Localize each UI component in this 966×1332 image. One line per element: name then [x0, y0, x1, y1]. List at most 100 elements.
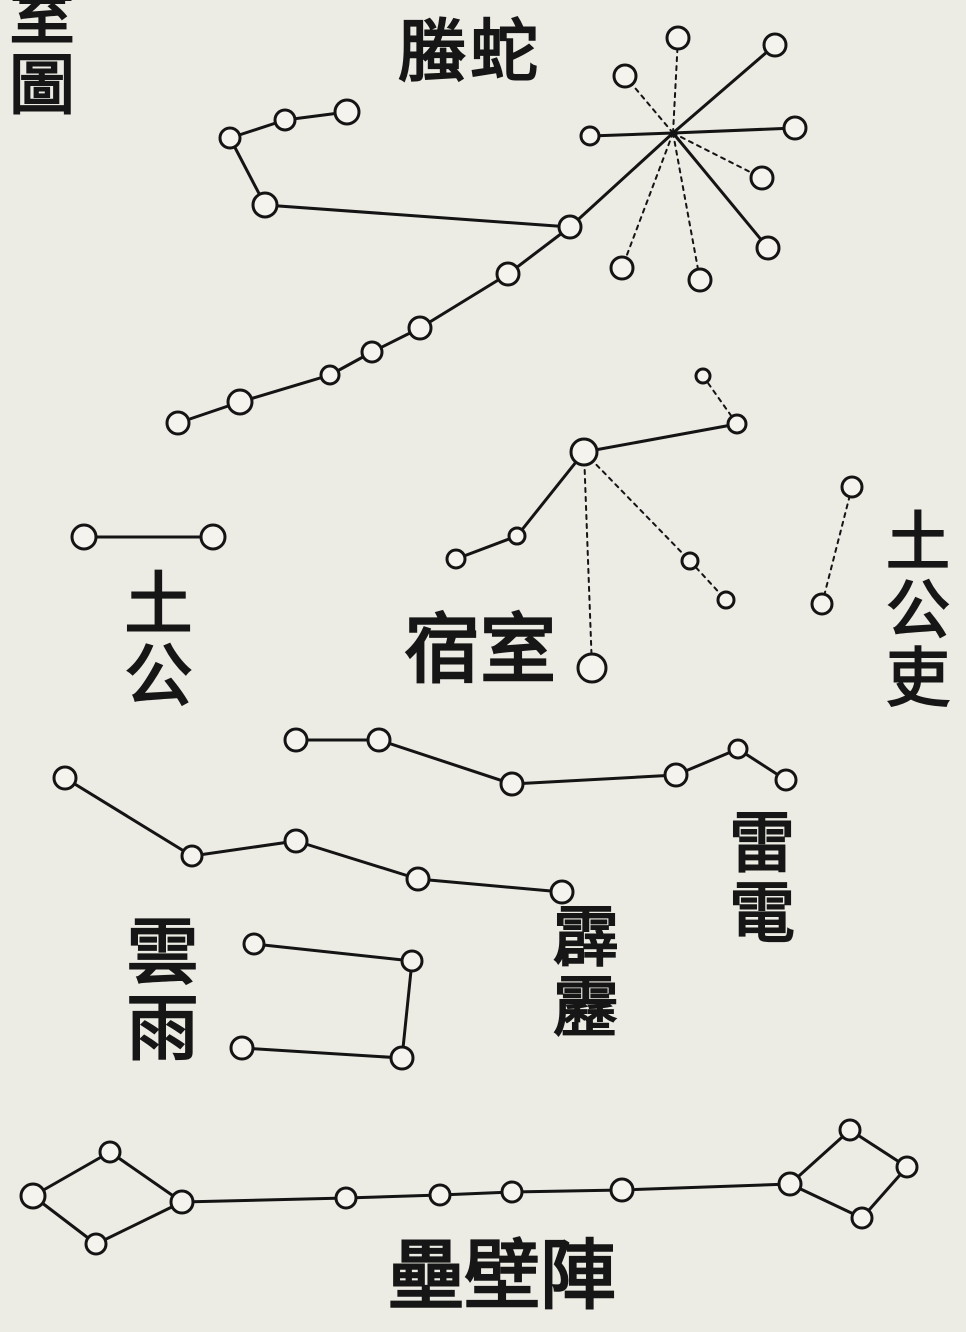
shixiu-star	[716, 590, 736, 610]
label-tugong-left: 土公	[112, 568, 192, 712]
tengshe-burst-spoke	[672, 37, 679, 134]
shixiu-line	[515, 450, 586, 538]
tugong-left-star	[70, 523, 98, 551]
tengshe-burst-spoke	[568, 131, 675, 229]
tengshe-snake-line	[238, 373, 332, 404]
yunyu-line	[240, 1046, 404, 1060]
leibizhen-star	[19, 1182, 47, 1210]
tengshe-burst-spoke	[671, 131, 770, 250]
leibizhen-star	[777, 1171, 803, 1197]
shixiu-star	[445, 548, 467, 570]
tengshe-burst-spoke	[671, 43, 777, 135]
label-shixiu: 宿室	[404, 605, 556, 694]
shixiu-star	[694, 367, 712, 385]
pili-star	[549, 879, 575, 905]
leibizhen-star	[84, 1232, 108, 1256]
tengshe-burst-star	[687, 267, 713, 293]
tengshe-snake-line	[263, 203, 572, 229]
shixiu-line	[583, 451, 691, 562]
pili-star	[180, 844, 204, 868]
tugongli-star	[810, 592, 834, 616]
yunyu-star	[242, 932, 266, 956]
yunyu-star	[389, 1045, 415, 1071]
pili-star	[283, 828, 309, 854]
leibizhen-star	[428, 1183, 452, 1207]
shixiu-star	[576, 652, 608, 684]
leibizhen-star	[850, 1206, 874, 1230]
shixiu-line	[454, 534, 519, 561]
label-pili: 霹靂	[542, 902, 620, 1042]
tengshe-snake-star	[360, 340, 384, 364]
label-yunyu: 雲雨	[114, 914, 199, 1066]
leibizhen-line	[788, 1128, 852, 1186]
tengshe-burst-star	[612, 63, 638, 89]
tengshe-burst-star	[749, 165, 775, 191]
leibizhen-line	[94, 1200, 184, 1246]
shixiu-star	[680, 551, 700, 571]
tengshe-snake-line	[506, 225, 572, 276]
leidian-star	[663, 762, 689, 788]
tengshe-snake-star	[251, 191, 279, 219]
shixiu-line	[582, 422, 739, 454]
tengshe-burst-star	[579, 125, 601, 147]
tengshe-snake-star	[273, 108, 297, 132]
shixiu-star	[726, 413, 748, 435]
tengshe-snake-star	[495, 261, 521, 287]
leidian-star	[366, 727, 392, 753]
leidian-star	[727, 738, 749, 760]
leibizhen-star	[334, 1186, 358, 1210]
yunyu-line	[252, 942, 414, 963]
shixiu-line	[583, 451, 593, 669]
pili-line	[190, 839, 298, 858]
leibizhen-star	[609, 1177, 635, 1203]
tengshe-burst-spoke	[671, 126, 797, 135]
pili-star	[405, 866, 431, 892]
tugong-left-star	[199, 523, 227, 551]
tugongli-star	[840, 475, 864, 499]
leibizhen-line	[510, 1188, 624, 1194]
tengshe-snake-star	[165, 410, 191, 436]
pili-star	[52, 765, 78, 791]
leibizhen-star	[169, 1189, 195, 1215]
tengshe-snake-star	[226, 388, 254, 416]
leibizhen-star	[838, 1118, 862, 1142]
tengshe-burst-spoke	[672, 132, 763, 179]
tengshe-snake-star	[319, 364, 341, 386]
leibizhen-star	[98, 1140, 122, 1164]
tengshe-burst-star	[665, 25, 691, 51]
pili-line	[416, 877, 564, 894]
tengshe-burst-star	[782, 115, 808, 141]
tengshe-snake-line	[418, 272, 510, 330]
leibizhen-star	[500, 1180, 524, 1204]
tengshe-snake-star	[218, 126, 242, 150]
leibizhen-line	[620, 1182, 792, 1192]
shixiu-star	[569, 437, 599, 467]
tugongli-line	[821, 486, 853, 605]
yunyu-line	[400, 959, 414, 1060]
leibizhen-line	[788, 1182, 864, 1220]
label-tengshe: 螣蛇	[398, 12, 543, 92]
yunyu-star	[400, 949, 424, 973]
tengshe-burst-spoke	[621, 132, 674, 269]
leidian-star	[283, 727, 309, 753]
tengshe-snake-star	[333, 98, 361, 126]
tengshe-burst-star	[762, 32, 788, 58]
tengshe-snake-star	[557, 214, 583, 240]
chart-title: 室圖	[0, 0, 76, 120]
label-leibizhen: 壘壁陣	[388, 1231, 616, 1320]
yunyu-star	[229, 1035, 255, 1061]
tengshe-burst-star	[609, 255, 635, 281]
leibizhen-star	[895, 1155, 919, 1179]
leidian-line	[510, 773, 678, 786]
pili-line	[63, 776, 194, 858]
tengshe-burst-spoke	[588, 131, 675, 138]
leidian-star	[499, 771, 525, 797]
label-tugongli: 土公吏	[875, 508, 950, 712]
leibizhen-line	[31, 1150, 112, 1198]
label-leidian: 雷電	[718, 808, 796, 948]
tengshe-burst-spoke	[672, 132, 701, 281]
leibizhen-line	[344, 1193, 442, 1200]
leibizhen-line	[108, 1150, 184, 1204]
leidian-line	[377, 738, 514, 786]
